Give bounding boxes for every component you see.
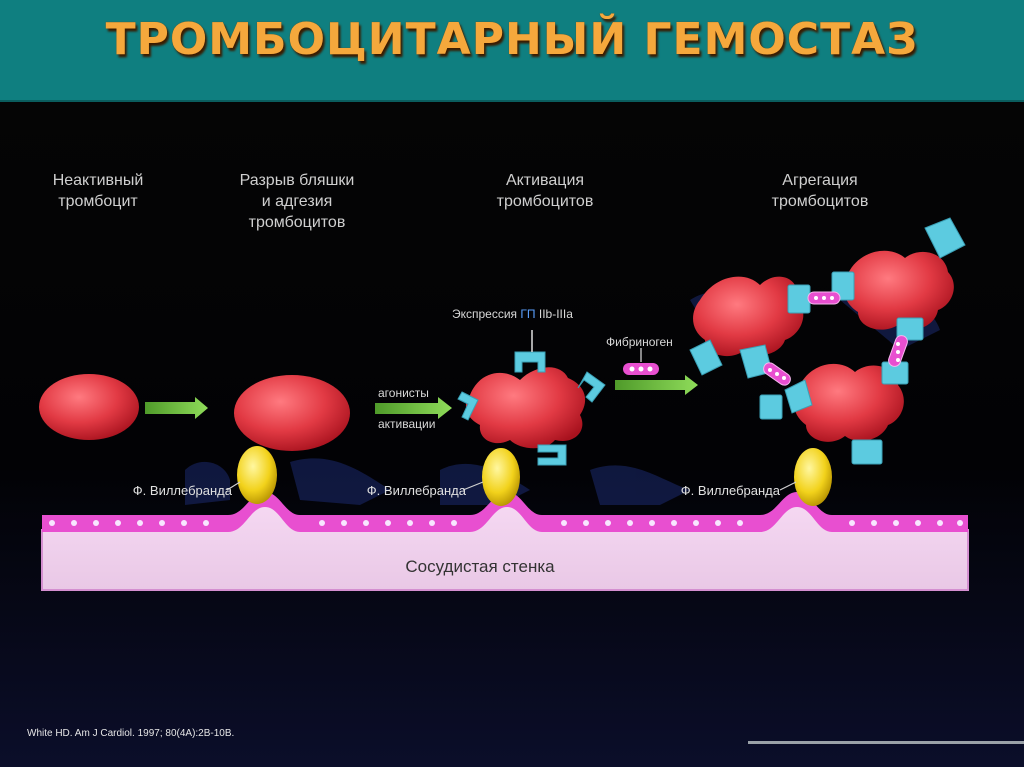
vwf-factor-2 <box>482 448 520 506</box>
stage-4-line-1: Агрегация <box>782 172 858 189</box>
gp-expression-label: Экспрессия ГП IIb-IIIa <box>452 307 632 321</box>
fibrinogen-molecule <box>623 348 659 375</box>
gp-abbrev: ГП <box>520 307 536 321</box>
gp-expression-suffix: IIb-IIIa <box>538 307 573 321</box>
adhered-platelet <box>234 375 350 451</box>
vwf-leaders <box>226 481 797 491</box>
page-title: ТРОМБОЦИТАРНЫЙ ГЕМОСТАЗ <box>105 14 919 65</box>
vwf-label-1: Ф. Виллебранда <box>132 483 232 498</box>
vwf-factor-1 <box>237 446 277 504</box>
footer-rule <box>748 741 1024 744</box>
title-banner <box>0 0 1024 102</box>
stage-2-line-2: и адгезия <box>261 193 333 210</box>
arrow-3 <box>615 375 698 395</box>
activated-platelet <box>457 330 606 466</box>
activation-label: активации <box>378 417 448 431</box>
aggregated-platelets <box>689 217 966 465</box>
vessel-wall <box>41 492 969 591</box>
stage-4-line-2: тромбоцитов <box>771 193 869 210</box>
agonists-line-2: активации <box>378 417 436 431</box>
stage-2-line-1: Разрыв бляшки <box>239 172 355 189</box>
stage-1-line-2: тромбоцит <box>58 193 138 210</box>
stage-3-line-1: Активация <box>505 172 585 189</box>
stage-label-aggregation: Агрегация тромбоцитов <box>745 170 895 212</box>
fibrinogen-label: Фибриноген <box>606 335 673 349</box>
agonists-label: агонисты <box>378 386 448 400</box>
stage-2-line-3: тромбоцитов <box>248 214 346 231</box>
arrow-1 <box>145 397 208 419</box>
citation: White HD. Am J Cardiol. 1997; 80(4A):2B-… <box>27 728 235 739</box>
inactive-platelet <box>39 374 139 440</box>
stage-label-rupture: Разрыв бляшки и адгезия тромбоцитов <box>212 170 382 233</box>
stage-label-activation: Активация тромбоцитов <box>470 170 620 212</box>
vwf-label-3: Ф. Виллебранда <box>680 483 780 498</box>
stage-3-line-2: тромбоцитов <box>496 193 594 210</box>
stage-label-inactive: Неактивный тромбоцит <box>28 170 168 212</box>
vwf-factor-3 <box>794 448 832 506</box>
vwf-label-2: Ф. Виллебранда <box>366 483 466 498</box>
agonists-line-1: агонисты <box>378 386 429 400</box>
gp-expression-prefix: Экспрессия <box>452 307 518 321</box>
vessel-wall-label: Сосудистая стенка <box>405 557 555 576</box>
arrow-2 <box>375 397 452 419</box>
stage-1-line-1: Неактивный <box>52 172 144 189</box>
